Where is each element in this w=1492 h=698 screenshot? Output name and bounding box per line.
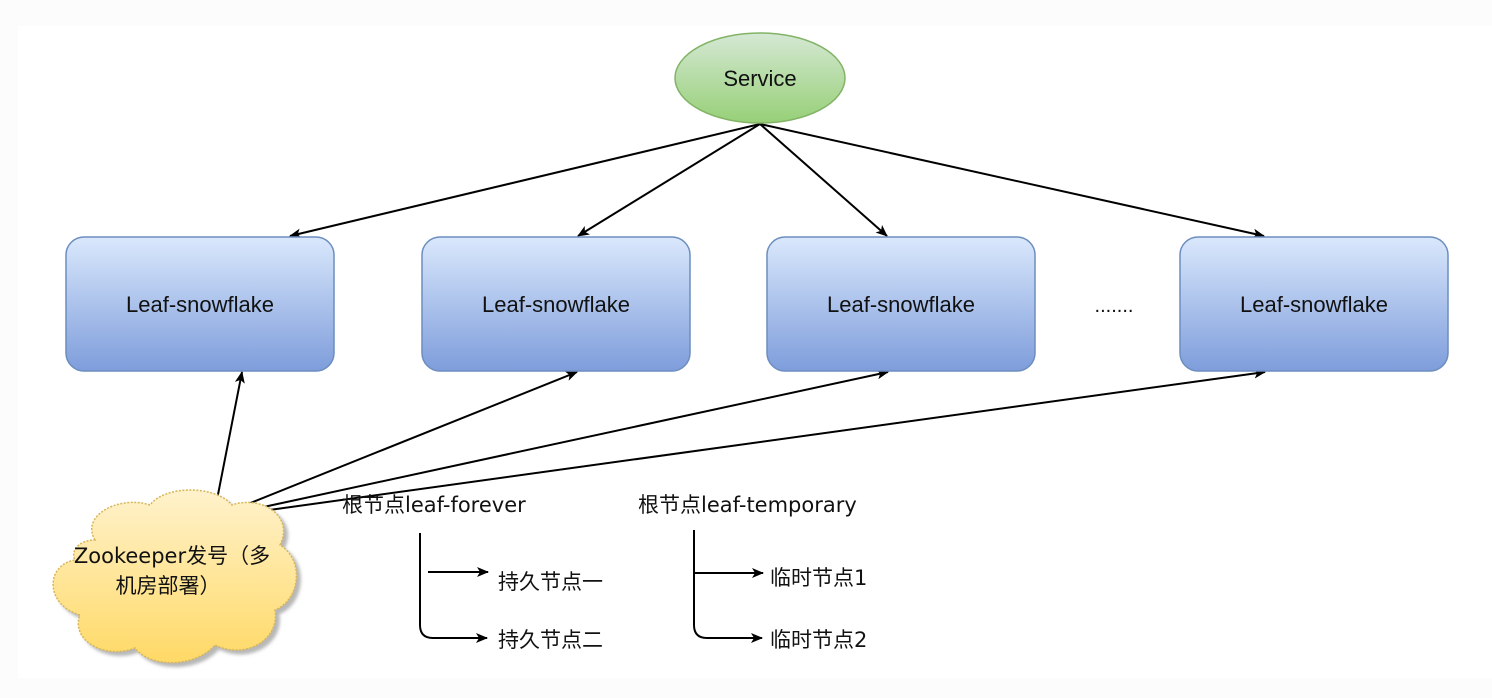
temporary-root-label: 根节点leaf-temporary: [638, 493, 857, 517]
service-node[interactable]: Service: [674, 32, 846, 124]
edge-service-leaf-4: [759, 123, 1265, 239]
zookeeper-edges: [211, 368, 1266, 520]
leaf-box: [65, 236, 335, 372]
service-label: Service: [723, 66, 796, 91]
leaf-node-3[interactable]: Leaf-snowflake: [766, 236, 1036, 372]
edge-service-leaf-3: [759, 123, 888, 237]
edge-zk-leaf-4: [225, 368, 1266, 520]
forever-tree: 根节点leaf-forever 持久节点一 持久节点二: [342, 493, 603, 652]
forever-trunk: [419, 533, 488, 643]
forever-child-2: 持久节点二: [498, 628, 603, 652]
zookeeper-label-line2: 机房部署）: [116, 574, 221, 598]
leaf-node-2[interactable]: Leaf-snowflake: [421, 236, 691, 372]
leaf-label: Leaf-snowflake: [827, 292, 975, 317]
zookeeper-node[interactable]: Zookeeper发号（多 机房部署）: [52, 489, 297, 664]
leaf-label: Leaf-snowflake: [1240, 292, 1388, 317]
zookeeper-label-line1: Zookeeper发号（多: [74, 544, 270, 568]
forever-root-label: 根节点leaf-forever: [342, 493, 526, 517]
ellipsis-label: .......: [1095, 295, 1134, 317]
leaf-box: [1179, 236, 1449, 372]
temporary-child-2: 临时节点2: [770, 628, 867, 652]
service-ellipse: [674, 32, 846, 124]
edge-zk-leaf-1: [211, 371, 245, 516]
leaf-label: Leaf-snowflake: [482, 292, 630, 317]
leaf-node-4[interactable]: Leaf-snowflake: [1179, 236, 1449, 372]
leaf-label: Leaf-snowflake: [126, 292, 274, 317]
cloud-shape: [52, 489, 297, 664]
service-edges: [289, 123, 1265, 239]
edge-service-leaf-2: [577, 123, 761, 237]
forever-child-1: 持久节点一: [498, 570, 603, 594]
temporary-child-1: 临时节点1: [770, 566, 867, 590]
temporary-tree: 根节点leaf-temporary 临时节点1 临时节点2: [638, 493, 867, 652]
leaf-box: [766, 236, 1036, 372]
edge-service-leaf-1: [289, 123, 761, 239]
leaf-box: [421, 236, 691, 372]
leaf-node-1[interactable]: Leaf-snowflake: [65, 236, 335, 372]
temporary-trunk: [693, 530, 763, 643]
